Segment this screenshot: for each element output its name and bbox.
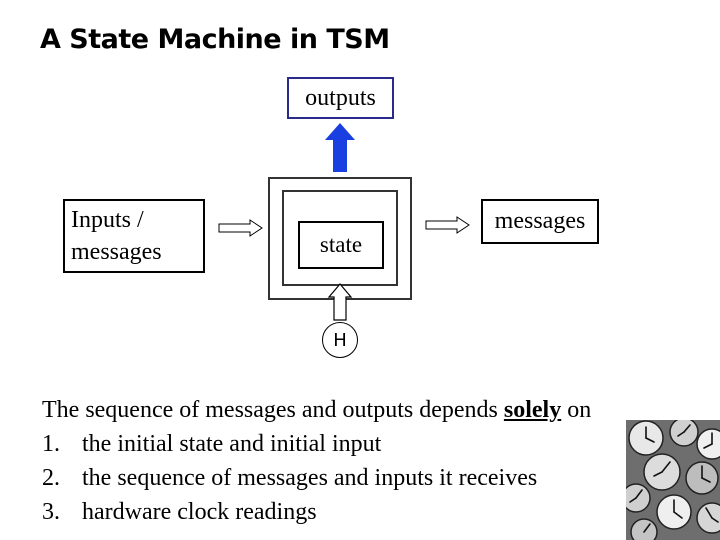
up-arrow-clock-icon: [327, 283, 353, 321]
clocks-image: [626, 420, 720, 540]
up-arrow-icon: [325, 123, 355, 172]
state-box: state: [298, 221, 384, 269]
outputs-box: outputs: [287, 77, 394, 119]
inputs-messages-box: Inputs / messages: [63, 199, 205, 273]
slide-title: A State Machine in TSM: [40, 24, 390, 55]
list-item: 3.hardware clock readings: [42, 499, 317, 525]
statement-text: The sequence of messages and outputs dep…: [42, 393, 591, 529]
statement-intro: The sequence of messages and outputs dep…: [42, 397, 592, 423]
messages-output-box: messages: [481, 199, 599, 244]
h-clock-circle: H: [322, 322, 358, 358]
list-item: 2.the sequence of messages and inputs it…: [42, 465, 538, 491]
right-arrow-input-icon: [218, 219, 263, 237]
list-item: 1.the initial state and initial input: [42, 431, 382, 457]
right-arrow-output-icon: [425, 216, 470, 234]
emphasis-word: solely: [503, 397, 562, 423]
